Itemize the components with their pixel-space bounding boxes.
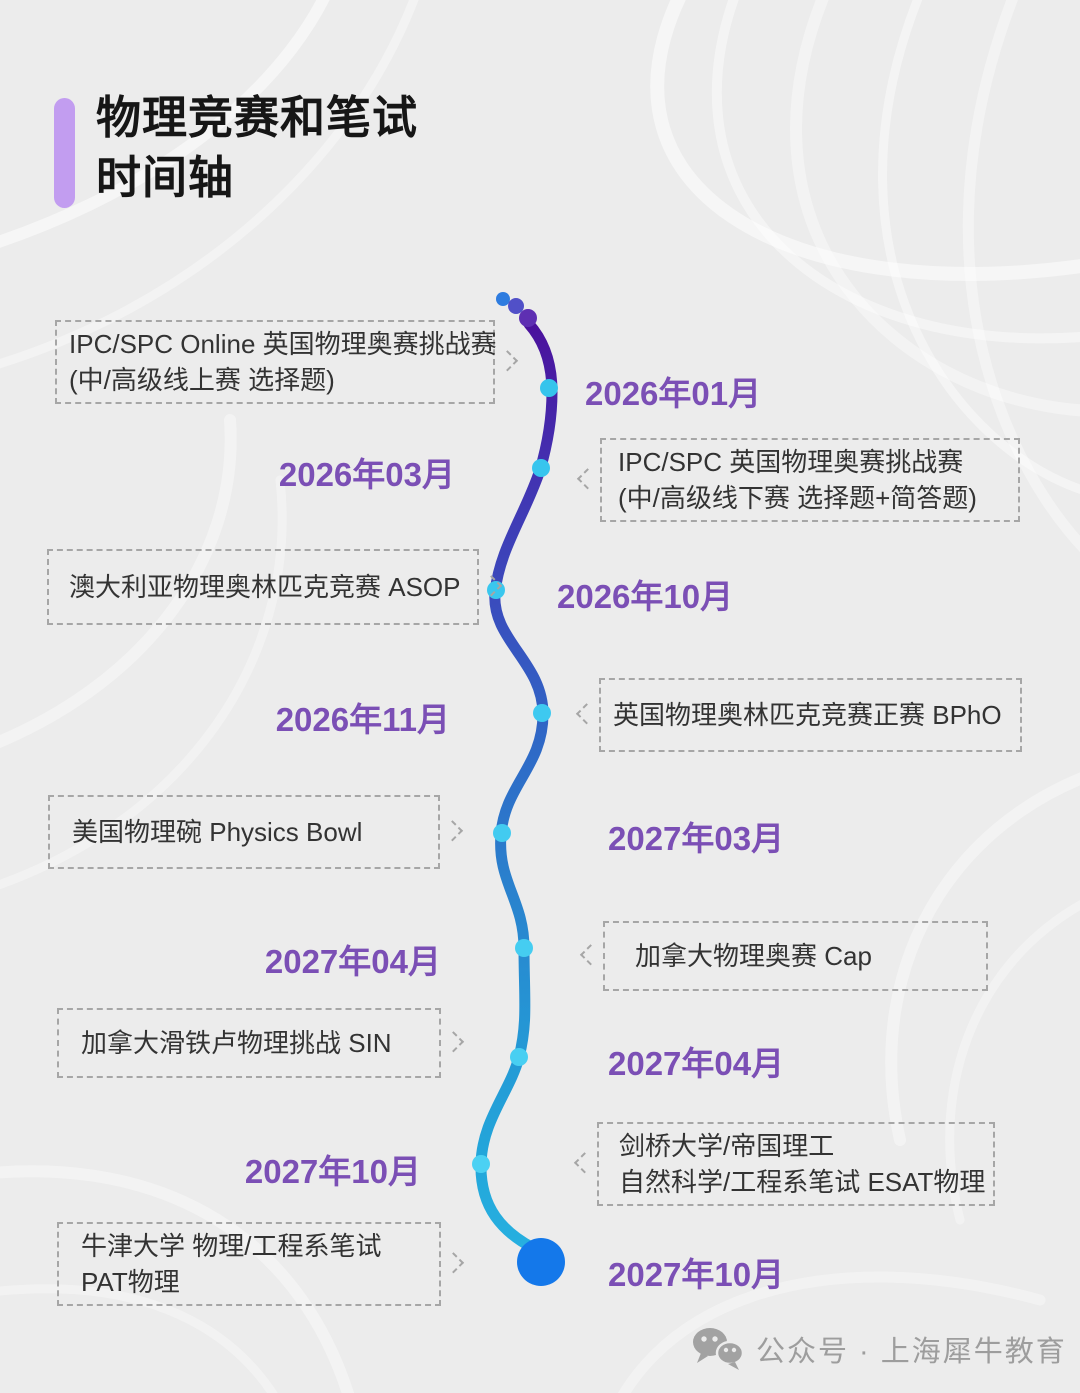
event-2-title: IPC/SPC 英国物理奥赛挑战赛 [618, 447, 964, 477]
page-title-line2: 时间轴 [96, 152, 235, 203]
timeline-node-1 [540, 379, 558, 397]
footer: 公众号 · 上海犀牛教育 [690, 1326, 1067, 1372]
event-9-subtitle: PAT物理 [81, 1267, 180, 1297]
timeline-end-dot [517, 1238, 565, 1286]
event-1-title: IPC/SPC Online 英国物理奥赛挑战赛 [69, 329, 497, 359]
timeline-path [475, 318, 558, 1254]
event-2-subtitle: (中/高级线下赛 选择题+简答题) [618, 483, 977, 513]
timeline-node-3 [487, 581, 505, 599]
event-date-8: 2027年10月 [244, 1153, 421, 1190]
event-callout-6: 加拿大物理奥赛 Cap [579, 921, 988, 991]
timeline-start-dot-2 [508, 298, 524, 314]
event-date-4: 2026年11月 [275, 701, 450, 738]
event-callout-3: 澳大利亚物理奥林匹克竞赛 ASOP [47, 549, 503, 625]
timeline-start-dot-1 [496, 292, 510, 306]
event-date-9: 2027年10月 [608, 1256, 785, 1293]
event-4-title: 英国物理奥林匹克竞赛正赛 BPhO [613, 700, 1002, 730]
timeline-start-dot-3 [519, 309, 537, 327]
timeline-node-5 [493, 824, 511, 842]
timeline-node-2 [532, 459, 550, 477]
event-date-3: 2026年10月 [557, 578, 734, 615]
timeline-node-4 [533, 704, 551, 722]
event-6-title: 加拿大物理奥赛 Cap [635, 941, 872, 971]
event-3-title: 澳大利亚物理奥林匹克竞赛 ASOP [69, 572, 461, 602]
page-title: 物理竞赛和笔试 时间轴 [96, 88, 418, 208]
event-callout-8: 剑桥大学/帝国理工 自然科学/工程系笔试 ESAT物理 [573, 1122, 995, 1206]
event-callout-9: 牛津大学 物理/工程系笔试 PAT物理 [57, 1222, 465, 1306]
event-8-subtitle: 自然科学/工程系笔试 ESAT物理 [619, 1167, 986, 1197]
timeline-node-8 [472, 1155, 490, 1173]
event-date-6: 2027年04月 [264, 943, 441, 980]
event-callout-4: 英国物理奥林匹克竞赛正赛 BPhO [575, 678, 1022, 752]
event-7-title: 加拿大滑铁卢物理挑战 SIN [81, 1028, 392, 1058]
event-callout-7: 加拿大滑铁卢物理挑战 SIN [57, 1008, 465, 1078]
event-1-subtitle: (中/高级线上赛 选择题) [69, 365, 335, 395]
event-date-1: 2026年01月 [585, 375, 762, 412]
wechat-icon [693, 1328, 745, 1370]
event-date-5: 2027年03月 [608, 820, 785, 857]
event-8-title: 剑桥大学/帝国理工 [619, 1131, 835, 1161]
footer-account-label: 公众号 · 上海犀牛教育 [756, 1336, 1067, 1368]
event-callout-2: IPC/SPC 英国物理奥赛挑战赛 (中/高级线下赛 选择题+简答题) [576, 438, 1020, 522]
timeline-node-6 [515, 939, 533, 957]
event-5-title: 美国物理碗 Physics Bowl [72, 817, 363, 847]
title-accent-bar [54, 98, 75, 208]
event-callout-1: IPC/SPC Online 英国物理奥赛挑战赛 (中/高级线上赛 选择题) [55, 320, 519, 404]
event-9-title: 牛津大学 物理/工程系笔试 [81, 1231, 382, 1261]
timeline-node-7 [510, 1048, 528, 1066]
event-callout-5: 美国物理碗 Physics Bowl [48, 795, 464, 869]
event-date-2: 2026年03月 [278, 456, 455, 493]
page-title-line1: 物理竞赛和笔试 [96, 92, 419, 143]
event-date-7: 2027年04月 [608, 1045, 785, 1082]
